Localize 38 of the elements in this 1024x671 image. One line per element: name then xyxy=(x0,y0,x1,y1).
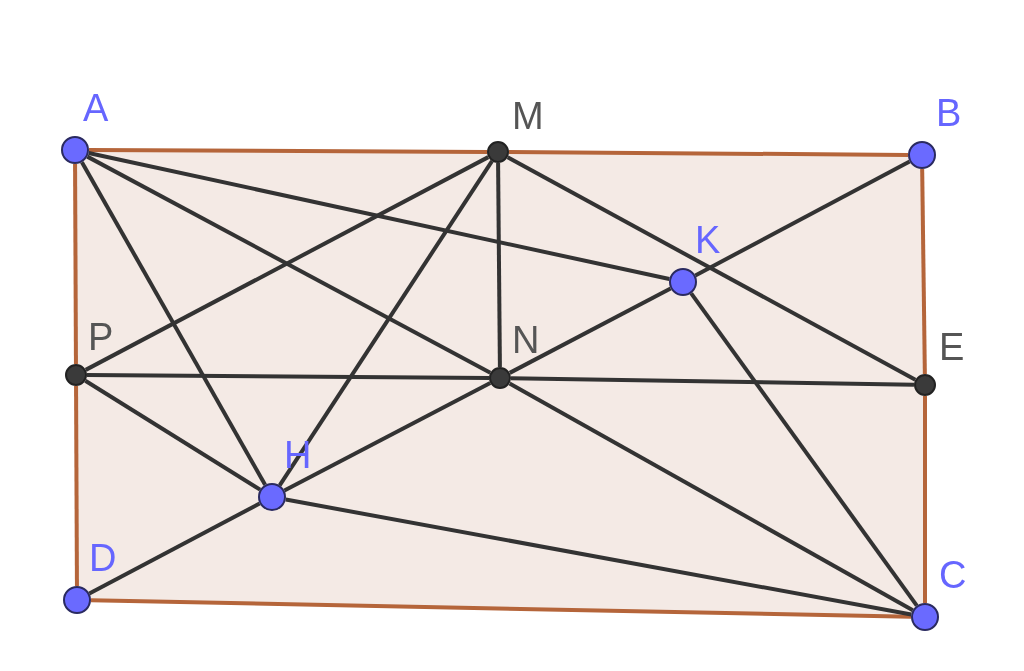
point-label: M xyxy=(512,96,544,136)
line-segment xyxy=(90,598,912,619)
point-marker xyxy=(65,364,87,386)
line-segment xyxy=(278,160,494,487)
point-label: N xyxy=(512,320,540,360)
point-label: P xyxy=(88,317,114,357)
point-marker xyxy=(63,586,91,614)
line-segment xyxy=(923,396,927,603)
line-segment xyxy=(694,159,911,278)
point-marker xyxy=(908,141,936,169)
line-segment xyxy=(496,163,502,367)
line-segment xyxy=(508,286,672,375)
line-segment xyxy=(283,381,492,493)
line-segment xyxy=(88,151,670,281)
line-segment xyxy=(506,155,917,382)
line-segment xyxy=(285,497,912,617)
line-segment xyxy=(73,164,78,364)
line-segment xyxy=(89,148,487,154)
line-segment xyxy=(84,379,262,492)
line-segment xyxy=(689,292,919,607)
point-label: B xyxy=(936,93,962,133)
line-segment xyxy=(510,376,915,387)
point-marker xyxy=(61,136,89,164)
point-label: C xyxy=(939,555,967,595)
line-segment xyxy=(508,381,914,612)
line-segment xyxy=(87,373,489,380)
line-segment xyxy=(509,150,908,157)
line-segment xyxy=(920,168,927,375)
line-segment xyxy=(74,386,79,586)
point-label: D xyxy=(89,538,117,578)
line-segment xyxy=(88,501,261,596)
point-label: K xyxy=(695,220,721,260)
point-label: A xyxy=(83,88,109,128)
point-marker xyxy=(487,141,509,163)
point-marker xyxy=(911,603,939,631)
point-marker xyxy=(914,374,936,396)
line-segment xyxy=(80,161,267,486)
point-label: E xyxy=(939,327,965,367)
